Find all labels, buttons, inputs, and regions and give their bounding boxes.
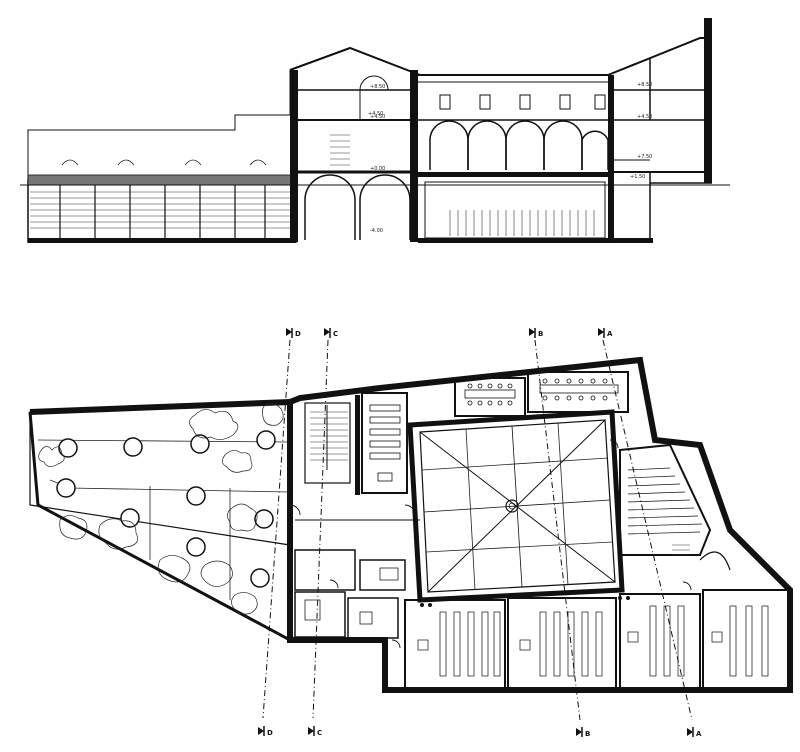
section-marker-letter: A	[607, 330, 613, 338]
section-right-wing: +8.50 +4.50 +7.50 +4.50 +1.50	[368, 18, 712, 241]
section-level-label: +4.50	[370, 114, 385, 120]
section-marker-group: D C B A D C B	[258, 328, 702, 738]
floor-plan: D C B A D C B	[28, 328, 793, 738]
section-marker-letter: D	[267, 729, 273, 737]
office-rooms	[294, 549, 406, 639]
shrub-icon	[38, 403, 284, 615]
section-level-label: +8.50	[370, 84, 385, 90]
garden-courtyard	[37, 403, 291, 615]
section-marker-letter: B	[538, 330, 543, 338]
section-level-label: +4.50	[637, 114, 652, 120]
classroom-north	[361, 371, 629, 494]
section-arcade	[418, 74, 653, 243]
section-marker-letter: C	[333, 330, 338, 338]
central-atrium	[407, 409, 625, 603]
stair-hall	[295, 395, 420, 521]
section-marker: C	[308, 726, 322, 737]
building-section: +8.50 +4.50 +0.00 -4.00	[20, 18, 730, 243]
classrooms-south	[404, 589, 789, 689]
section-marker-letter: C	[317, 729, 322, 737]
section-cut-lines	[262, 339, 693, 721]
section-level-label: +0.00	[370, 166, 385, 172]
section-left-wing	[27, 70, 297, 243]
section-central-block: +8.50 +4.50 +0.00 -4.00	[289, 46, 421, 242]
plan-outer-walls	[28, 356, 793, 693]
section-marker-letter: D	[295, 330, 301, 338]
section-marker: C	[324, 328, 338, 338]
section-marker: D	[286, 328, 301, 338]
section-marker: D	[258, 726, 273, 737]
section-marker: A	[598, 328, 613, 338]
door-swings	[289, 439, 692, 649]
section-marker: A	[687, 727, 702, 738]
tree-icon	[56, 430, 276, 588]
section-marker: B	[529, 328, 543, 338]
section-level-label: -4.00	[370, 228, 383, 234]
section-marker-letter: A	[696, 730, 702, 738]
section-level-label: +4.50	[368, 111, 383, 117]
lecture-hall-east	[619, 443, 731, 571]
section-marker: B	[576, 727, 590, 738]
section-level-label: +1.50	[630, 174, 645, 180]
skylight-oculus	[505, 499, 519, 513]
section-level-label: +7.50	[637, 154, 652, 160]
section-level-label: +8.50	[637, 82, 652, 88]
section-marker-letter: B	[585, 730, 590, 738]
